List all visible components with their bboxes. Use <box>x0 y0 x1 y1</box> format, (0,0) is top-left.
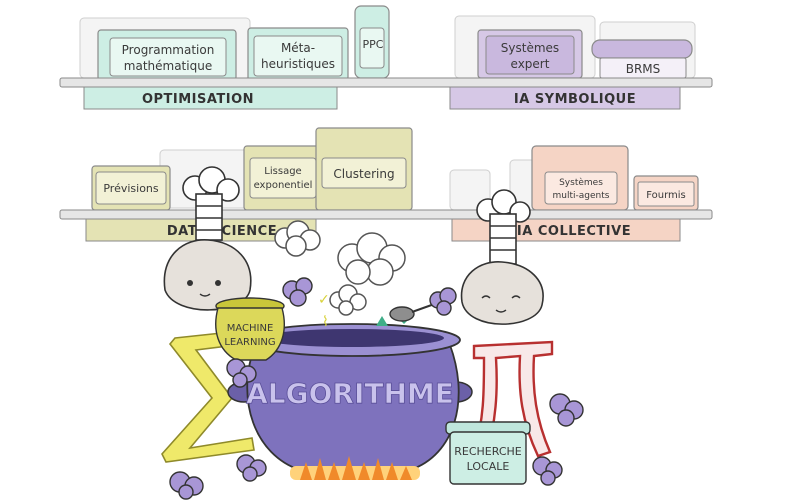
jar-label: heuristiques <box>261 57 335 71</box>
jar-label: PPC <box>363 38 384 51</box>
chef-eye <box>511 295 521 299</box>
hand <box>236 454 267 482</box>
hand <box>226 358 257 388</box>
jar-label: Systèmes <box>559 177 603 188</box>
jar-previsions: Prévisions <box>91 165 171 211</box>
hand <box>169 471 204 500</box>
steam-cloud <box>329 284 367 316</box>
jar-fourmis: Fourmis <box>633 175 699 211</box>
left-chef <box>161 166 255 463</box>
pot-label: LOCALE <box>467 460 510 473</box>
jar-label: Méta- <box>281 41 315 55</box>
jar-label: Fourmis <box>646 190 686 201</box>
chef-eye <box>481 295 491 299</box>
jar-label: Lissage <box>264 166 301 177</box>
pot-label: RECHERCHE <box>454 445 522 458</box>
chef-mouth <box>199 293 211 297</box>
chef-head <box>460 261 544 325</box>
recherche-locale-pot: RECHERCHE LOCALE <box>445 421 531 485</box>
machine-learning-pot: MACHINE LEARNING <box>215 297 285 361</box>
jar-label: Programmation <box>122 43 215 57</box>
jar-systemes-expert: Systèmes expert <box>477 29 583 79</box>
jar-lissage-exponentiel: Lissage exponentiel <box>243 145 323 211</box>
shelf-title: OPTIMISATION <box>142 92 254 107</box>
shelf-label-optimisation <box>83 86 338 110</box>
fire <box>290 456 420 480</box>
middle-shelf: Prévisions Lissage exponentiel Clusterin… <box>59 127 713 242</box>
yellow-symbol: ✓ <box>318 292 330 308</box>
right-chef <box>389 189 554 458</box>
pot-label: MACHINE <box>227 323 274 334</box>
pot-label: LEARNING <box>224 337 275 348</box>
pot-opening <box>260 329 444 347</box>
jar-brms: BRMS <box>591 39 693 79</box>
hand <box>282 277 313 307</box>
hands <box>169 277 584 500</box>
jar-clustering: Clustering <box>315 127 413 211</box>
yellow-symbol: ⌇ <box>322 314 329 330</box>
green-symbol <box>376 316 388 326</box>
spoon <box>389 306 415 322</box>
top-shelf: Programmation mathématique Méta- heurist… <box>59 5 713 110</box>
jar-label: Systèmes <box>501 41 559 55</box>
jar-label: exponentiel <box>254 180 313 191</box>
shelf-title: IA SYMBOLIQUE <box>514 92 636 107</box>
hand <box>429 287 457 316</box>
jar-programmation-mathematique: Programmation mathématique <box>97 29 237 81</box>
chef-head <box>163 239 252 311</box>
jar-meta-heuristiques: Méta- heuristiques <box>247 27 349 81</box>
pi-body <box>472 340 554 458</box>
hand <box>549 393 584 427</box>
jar-label: mathématique <box>124 59 212 73</box>
jar-systemes-multi-agents: Systèmes multi-agents <box>531 145 629 211</box>
steam-cloud <box>274 220 321 257</box>
algorithme-pot: ALGORITHME ✓ ⌇ <box>227 292 473 471</box>
steam-cloud <box>337 232 406 286</box>
shelf-plank <box>59 77 713 88</box>
pot-label: ALGORITHME <box>246 377 454 410</box>
chef-hat <box>476 189 531 265</box>
hand <box>532 456 563 486</box>
chef-mouth <box>495 309 507 313</box>
jar-ppc: PPC <box>354 5 390 79</box>
shelf-label-ia-symbolique <box>449 86 681 110</box>
jar-label: Clustering <box>333 167 394 181</box>
jar-label: multi-agents <box>553 191 610 201</box>
chef-eye <box>187 280 193 286</box>
jar-label: BRMS <box>626 62 661 76</box>
jar-label: expert <box>511 57 550 71</box>
shelf-plank <box>59 209 713 220</box>
chef-eye <box>215 280 221 286</box>
shelf-title: IA COLLECTIVE <box>517 224 631 239</box>
jar-label: Prévisions <box>103 182 159 195</box>
steam-clouds <box>274 220 406 316</box>
